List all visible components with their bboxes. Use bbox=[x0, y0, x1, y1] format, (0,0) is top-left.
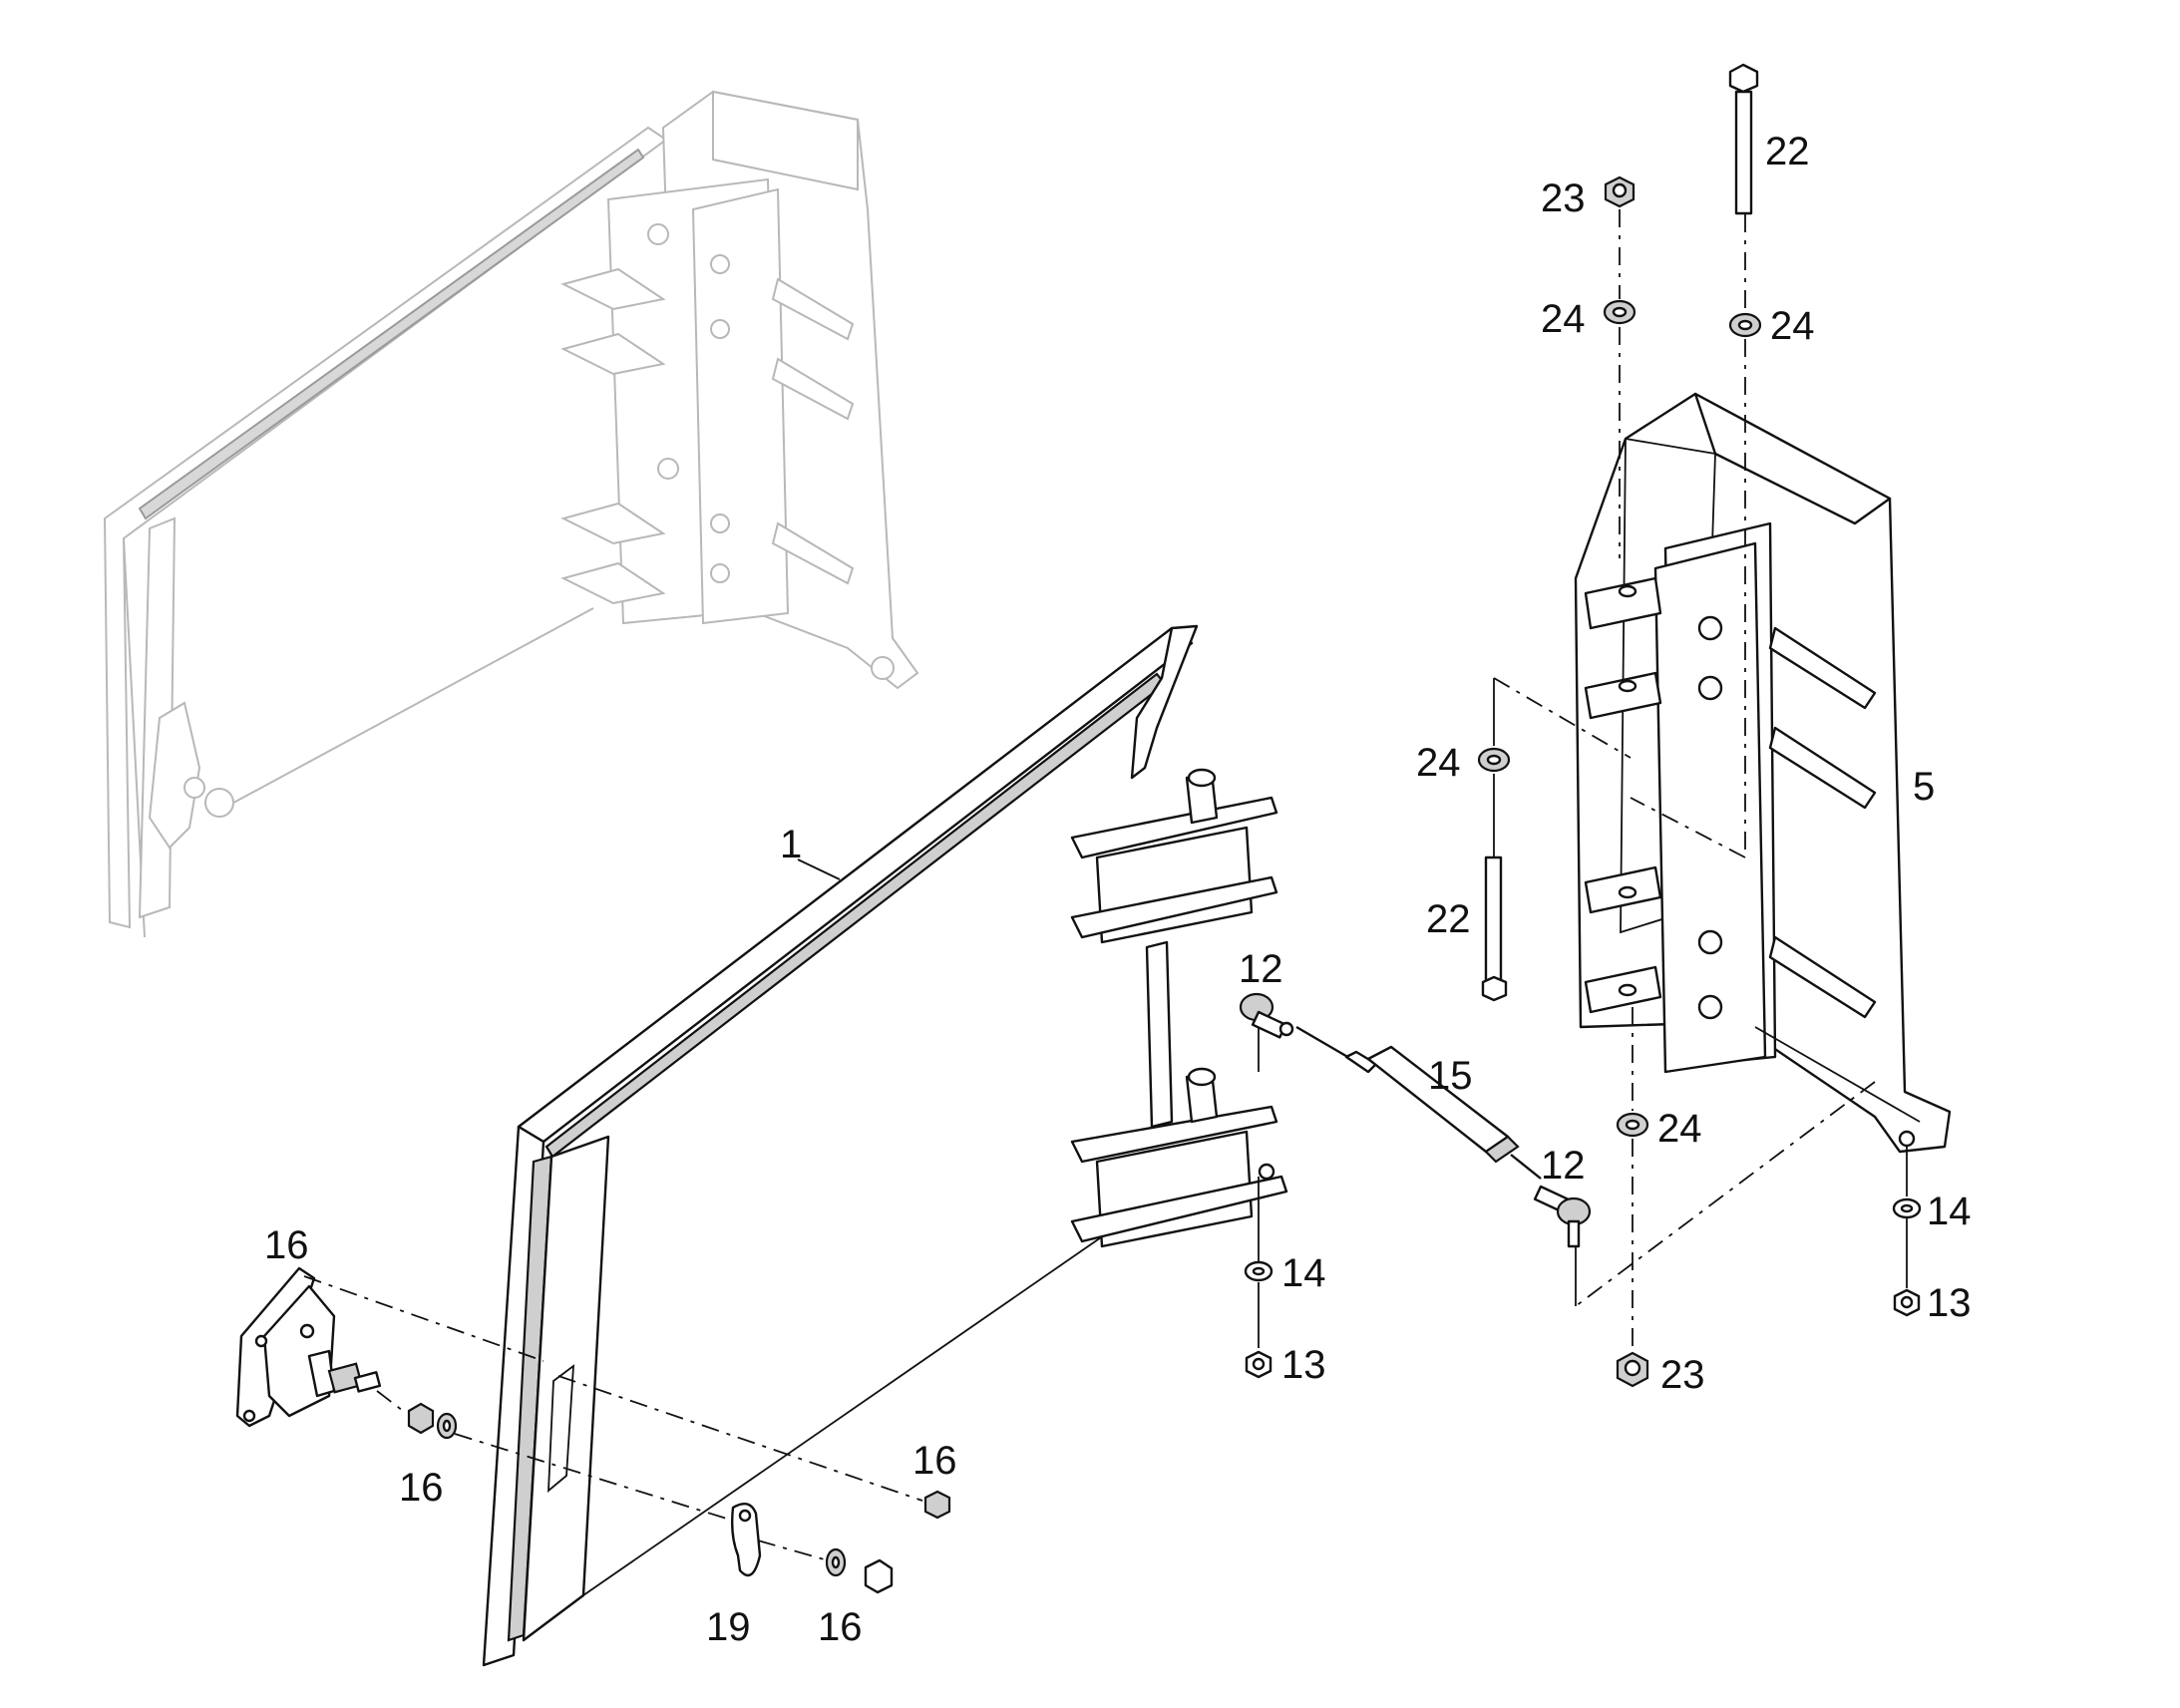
nut-13-right bbox=[1893, 1288, 1921, 1317]
nut-13-center bbox=[1245, 1350, 1272, 1379]
callout-24-mid-left: 24 bbox=[1416, 741, 1461, 785]
callout-12-upper: 12 bbox=[1239, 947, 1283, 991]
callout-24-lower: 24 bbox=[1657, 1107, 1702, 1151]
part-1-frame bbox=[482, 624, 1288, 1667]
washer-24-d bbox=[1616, 1112, 1649, 1138]
part-5-mounting-bracket bbox=[1574, 392, 1952, 1154]
callout-1: 1 bbox=[780, 823, 802, 866]
callout-13-right: 13 bbox=[1927, 1281, 1972, 1325]
callout-16-left: 16 bbox=[399, 1466, 444, 1510]
callout-16-bottom: 16 bbox=[818, 1605, 863, 1649]
callout-16-lamp: 16 bbox=[264, 1223, 309, 1267]
washer-16-a bbox=[436, 1412, 458, 1440]
callout-24-top-right: 24 bbox=[1770, 304, 1815, 348]
washer-24-a bbox=[1603, 299, 1636, 325]
callout-24-top-left: 24 bbox=[1541, 297, 1586, 341]
bolt-22-lower bbox=[1481, 855, 1508, 1002]
callout-19: 19 bbox=[706, 1605, 751, 1649]
nut-23-lower bbox=[1616, 1351, 1649, 1388]
washer-16-b bbox=[825, 1547, 847, 1577]
washer-24-c bbox=[1477, 747, 1511, 773]
callout-labels: 1 5 12 12 13 13 14 14 15 16 16 16 16 19 … bbox=[264, 130, 1972, 1649]
callout-23-top: 23 bbox=[1541, 176, 1586, 220]
assembly-lines bbox=[303, 209, 1908, 1561]
nut-16-b bbox=[923, 1490, 951, 1520]
assembled-view-ghost bbox=[103, 90, 919, 938]
bracket-19 bbox=[730, 1502, 762, 1577]
callout-16-nut: 16 bbox=[912, 1439, 957, 1483]
leader-1 bbox=[797, 858, 841, 880]
callout-13-center: 13 bbox=[1281, 1343, 1326, 1387]
callout-12-lower: 12 bbox=[1541, 1144, 1586, 1188]
lamp-assembly-16 bbox=[235, 1266, 382, 1428]
callout-22-left: 22 bbox=[1426, 897, 1471, 941]
bolt-22-upper bbox=[1728, 63, 1759, 215]
washer-14-center bbox=[1244, 1260, 1273, 1282]
callout-5: 5 bbox=[1913, 765, 1935, 809]
nut-16-a bbox=[407, 1402, 435, 1435]
callout-22-top: 22 bbox=[1765, 130, 1810, 173]
callout-14-right: 14 bbox=[1927, 1190, 1972, 1233]
gas-strut-15 bbox=[1295, 1025, 1542, 1180]
ball-joint-12-lower bbox=[1533, 1185, 1592, 1248]
nut-16-c bbox=[864, 1558, 894, 1594]
washer-14-right bbox=[1892, 1197, 1922, 1219]
nut-23-upper bbox=[1604, 175, 1635, 208]
callout-23-bottom: 23 bbox=[1660, 1353, 1705, 1397]
ball-joint-12-upper bbox=[1239, 992, 1294, 1039]
callout-15: 15 bbox=[1428, 1054, 1473, 1098]
washer-24-b bbox=[1728, 312, 1762, 338]
callout-14-center: 14 bbox=[1281, 1251, 1326, 1295]
